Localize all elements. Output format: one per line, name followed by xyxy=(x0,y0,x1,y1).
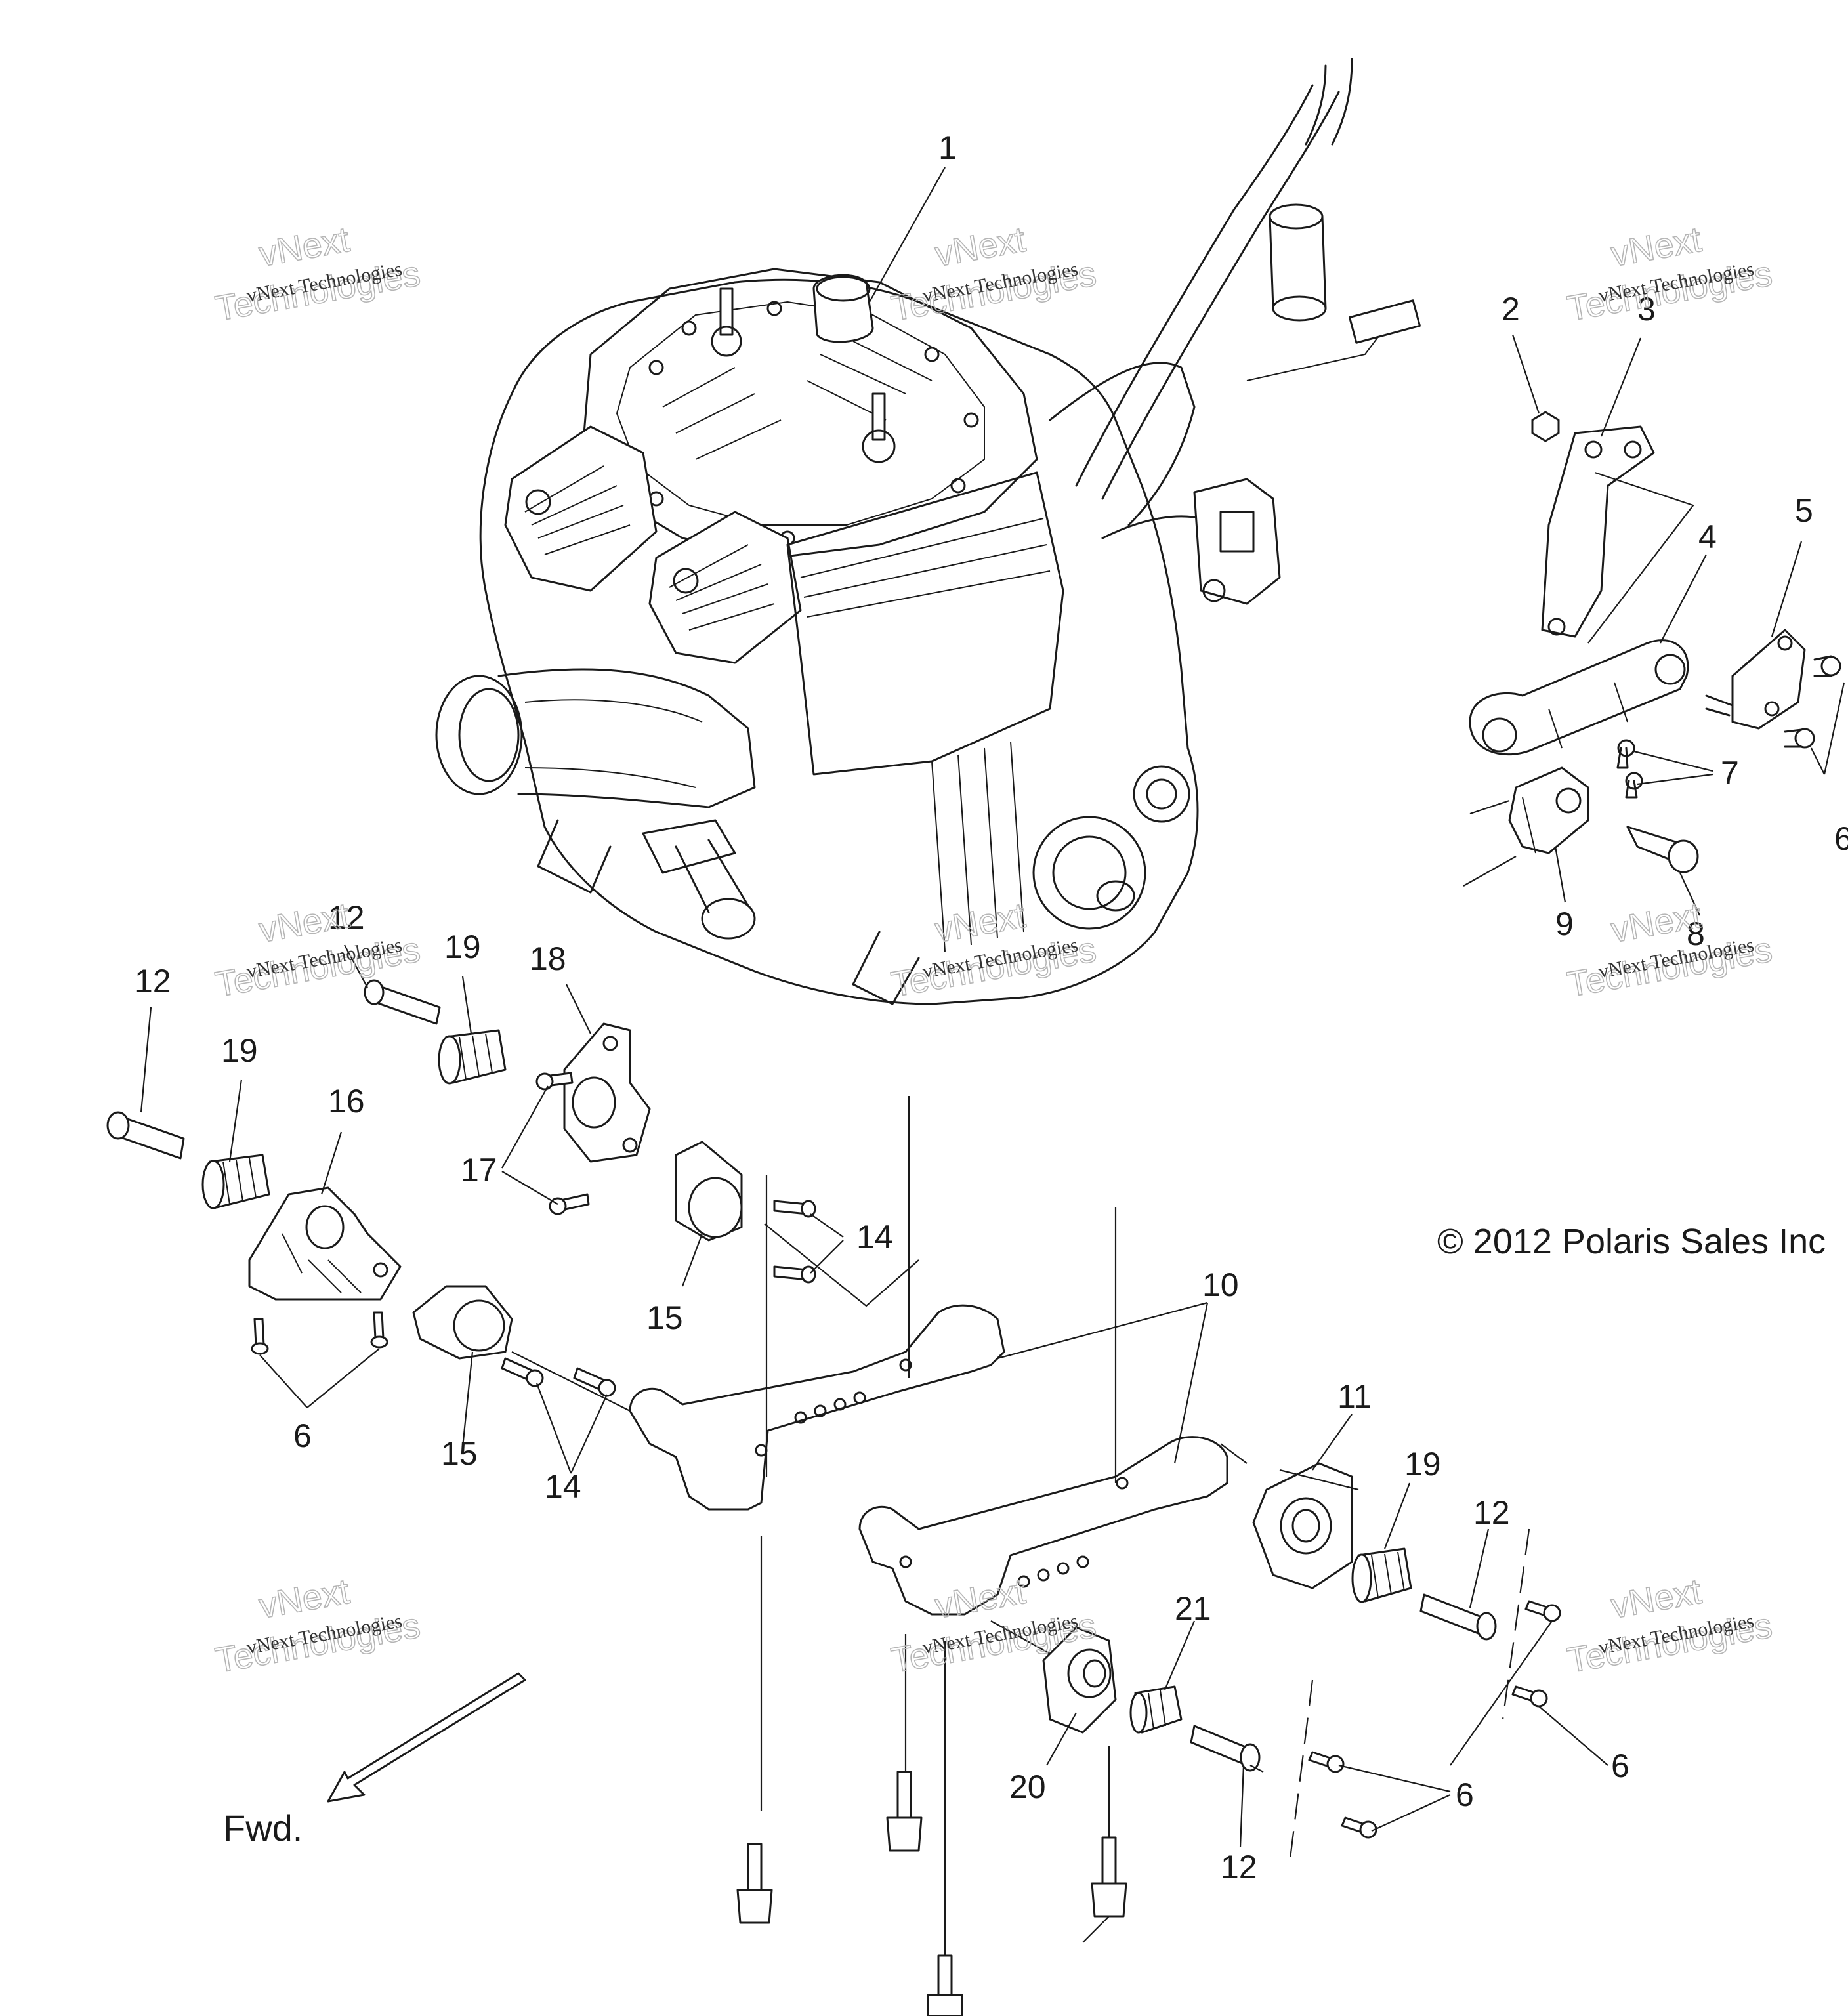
copyright-notice: © 2012 Polaris Sales Inc xyxy=(1437,1222,1826,1261)
callout-15-lower: 15 xyxy=(441,1435,478,1472)
watermark-bottom-right: vNext Technologies vNext Technologies xyxy=(1564,1571,1775,1681)
engine-assembly xyxy=(435,58,1421,1005)
callout-12-lower: 12 xyxy=(1221,1849,1257,1885)
callout-14-lower: 14 xyxy=(545,1468,581,1505)
callout-1: 1 xyxy=(938,129,957,166)
callout-7: 7 xyxy=(1721,755,1739,791)
callout-15-upper: 15 xyxy=(646,1299,683,1336)
callout-19-right: 19 xyxy=(1404,1446,1441,1482)
svg-text:vNext: vNext xyxy=(256,896,352,950)
svg-text:vNext: vNext xyxy=(1608,1572,1704,1626)
leader-lines xyxy=(140,167,1845,1956)
svg-text:vNext: vNext xyxy=(932,896,1028,950)
watermark-top-right: vNext Technologies vNext Technologies xyxy=(1564,219,1775,329)
left-mount-group xyxy=(106,979,651,1355)
callout-19-upper: 19 xyxy=(444,929,481,965)
right-lower-mount-group xyxy=(736,1462,1561,2016)
callout-3: 3 xyxy=(1637,291,1656,327)
callout-12-left: 12 xyxy=(135,963,171,999)
callout-17: 17 xyxy=(461,1152,497,1188)
callout-4: 4 xyxy=(1698,518,1717,555)
callout-12-upper: 12 xyxy=(328,899,365,936)
callout-14-upper: 14 xyxy=(856,1219,893,1255)
center-mount-group xyxy=(412,1141,1228,1616)
svg-text:vNext: vNext xyxy=(256,220,352,274)
callout-5: 5 xyxy=(1795,492,1813,529)
watermark-mid-right: vNext Technologies vNext Technologies xyxy=(1564,895,1775,1005)
callout-6-left: 6 xyxy=(293,1418,312,1454)
callout-2: 2 xyxy=(1502,291,1520,327)
callout-9: 9 xyxy=(1555,906,1574,942)
callout-8: 8 xyxy=(1687,915,1705,952)
watermark-top-center: vNext Technologies vNext Technologies xyxy=(888,219,1099,329)
svg-text:vNext: vNext xyxy=(932,220,1028,274)
callout-6-mid: 6 xyxy=(1456,1776,1474,1813)
callout-6-right: 6 xyxy=(1611,1748,1629,1784)
callout-10: 10 xyxy=(1202,1267,1239,1303)
svg-text:vNext: vNext xyxy=(1608,220,1704,274)
svg-text:vNext: vNext xyxy=(256,1572,352,1626)
watermark-top-left: vNext Technologies vNext Technologies xyxy=(212,219,423,329)
callout-6-top: 6 xyxy=(1834,820,1848,857)
callout-11: 11 xyxy=(1337,1378,1372,1415)
callout-16: 16 xyxy=(328,1083,365,1120)
watermark-bottom-left: vNext Technologies vNext Technologies xyxy=(212,1571,423,1681)
callout-20: 20 xyxy=(1009,1769,1046,1805)
callout-21: 21 xyxy=(1175,1590,1211,1627)
callout-labels: 1 2 3 4 5 6 7 8 9 12 12 19 19 18 16 17 1… xyxy=(135,129,1848,1885)
callout-12-right: 12 xyxy=(1473,1494,1510,1531)
watermark-mid-center: vNext Technologies vNext Technologies xyxy=(888,895,1099,1005)
upper-mount-brackets xyxy=(1469,411,1841,873)
callout-18: 18 xyxy=(530,940,566,977)
forward-direction-arrow xyxy=(327,1672,526,1803)
callout-19-left: 19 xyxy=(221,1032,258,1069)
watermark-mid-left: vNext Technologies vNext Technologies xyxy=(212,895,423,1005)
forward-label: Fwd. xyxy=(223,1807,303,1849)
